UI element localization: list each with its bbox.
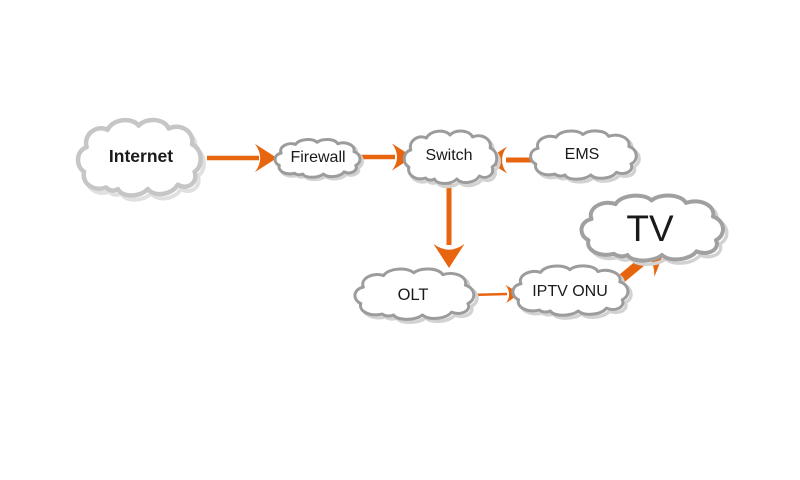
node-ems: EMS [529, 130, 641, 183]
node-iptv-onu: IPTV ONU [511, 265, 633, 320]
node-label-internet: Internet [109, 146, 173, 166]
node-olt: OLT [353, 268, 479, 324]
node-label-olt: OLT [398, 286, 429, 304]
arrowhead-icon [433, 243, 465, 268]
node-firewall: Firewall [274, 138, 364, 181]
edge-internet-firewall [207, 143, 277, 173]
node-internet: Internet [76, 118, 206, 202]
node-label-firewall: Firewall [290, 149, 345, 166]
node-label-tv: TV [626, 208, 674, 249]
edge-switch-olt [433, 184, 465, 268]
node-label-switch: Switch [425, 147, 472, 164]
node-switch: Switch [403, 130, 501, 188]
node-label-iptv-onu: IPTV ONU [532, 283, 608, 300]
node-tv: TV [579, 194, 729, 266]
edge-firewall-switch [361, 143, 413, 171]
node-label-ems: EMS [565, 146, 600, 163]
